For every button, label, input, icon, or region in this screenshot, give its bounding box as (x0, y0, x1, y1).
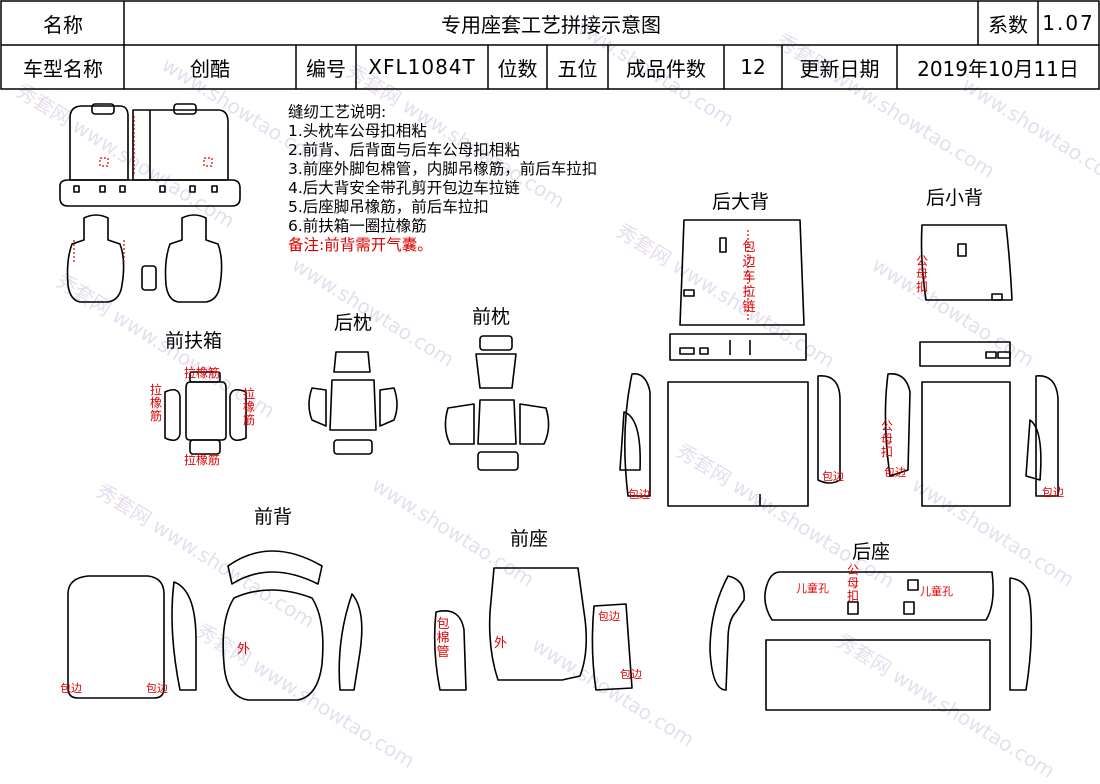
update-date-label: 更新日期 (799, 56, 880, 81)
notes-title: 缝纫工艺说明: (288, 103, 387, 121)
front-headrest-pattern (444, 335, 550, 471)
pattern-artwork (59, 103, 1059, 711)
notes-remark: 备注:前背需开气囊。 (288, 236, 433, 254)
annotation-binding: 包边 (60, 682, 82, 695)
seats-value: 五位 (557, 56, 598, 81)
annotation-pull-elastic: 拉橡筋 (184, 366, 221, 380)
front-armrest-pattern (164, 371, 247, 455)
red-stitch-marks (73, 116, 749, 322)
annotation-child-seat: 儿童孔 (796, 582, 829, 595)
annotation-binding-zipper: 包边车拉链 (742, 240, 756, 315)
annotation-child-seat: 儿童孔 (920, 585, 953, 598)
pieces-label: 成品件数 (626, 56, 706, 81)
section-label-rear-big-back: 后大背 (712, 191, 770, 213)
document-title: 专用座套工艺拼接示意图 (441, 12, 661, 37)
annotation-male-female-buckle: 公母扣 (880, 419, 893, 459)
seat-overview-illustration (59, 103, 241, 303)
note-item: 6.前扶箱一圈拉橡筋 (288, 217, 427, 235)
annotation-pull-elastic: 拉橡筋 (184, 453, 221, 467)
section-label-front-armrest: 前扶箱 (165, 330, 223, 352)
seats-label: 位数 (497, 56, 538, 81)
annotation-male-female-buckle: 公母扣 (915, 254, 928, 294)
section-label-rear-headrest: 后枕 (334, 312, 373, 334)
annotation-male-female-buckle: 公母扣 (846, 563, 859, 603)
code-value: XFL1084T (368, 55, 476, 79)
section-label-front-back: 前背 (254, 506, 293, 528)
annotation-binding: 包边 (884, 466, 906, 479)
annotation-pull-elastic: 拉橡筋 (149, 383, 162, 423)
annotation-binding: 包边 (146, 682, 168, 695)
section-label-front-headrest: 前枕 (472, 306, 511, 328)
note-item: 1.头枕车公母扣相粘 (288, 122, 427, 140)
note-item: 5.后座脚吊橡筋，前后车拉扣 (288, 198, 489, 216)
annotation-binding: 包边 (628, 488, 650, 501)
rear-seat-pattern (709, 571, 1033, 711)
section-label-rear-small-back: 后小背 (926, 187, 984, 209)
rear-big-back-pattern (619, 219, 841, 507)
front-back-pattern (67, 550, 363, 701)
header-grid (0, 0, 1100, 90)
annotation-binding: 包边 (822, 470, 844, 483)
car-model-value: 创酷 (190, 56, 230, 81)
update-date-value: 2019年10月11日 (917, 56, 1079, 81)
code-label: 编号 (306, 56, 346, 81)
pieces-value: 12 (740, 55, 766, 79)
annotation-binding: 包边 (620, 668, 642, 681)
rear-small-back-pattern (884, 224, 1059, 507)
coefficient-value: 1.07 (1042, 11, 1095, 35)
coefficient-label: 系数 (988, 12, 1028, 37)
annotation-outer: 外 (494, 636, 508, 651)
front-seat-pattern (433, 567, 633, 691)
annotation-binding: 包边 (598, 610, 620, 623)
rear-headrest-pattern (308, 351, 398, 455)
annotation-outer: 外 (237, 642, 251, 657)
note-item: 4.后大背安全带孔剪开包边车拉链 (288, 179, 520, 197)
section-label-front-seat: 前座 (510, 528, 549, 550)
annotation-cotton-tube: 包棉管 (436, 617, 450, 660)
name-label: 名称 (43, 12, 83, 37)
annotation-pull-elastic: 拉橡筋 (242, 387, 255, 427)
annotation-binding: 包边 (1042, 486, 1064, 499)
note-item: 3.前座外脚包棉管，内脚吊橡筋，前后车拉扣 (288, 160, 598, 178)
sewing-notes: 缝纫工艺说明: 1.头枕车公母扣相粘 2.前背、后背面与后车公母扣相粘 3.前座… (288, 103, 597, 255)
car-model-label: 车型名称 (23, 56, 103, 81)
section-label-rear-seat: 后座 (852, 541, 891, 563)
note-item: 2.前背、后背面与后车公母扣相粘 (288, 141, 520, 159)
